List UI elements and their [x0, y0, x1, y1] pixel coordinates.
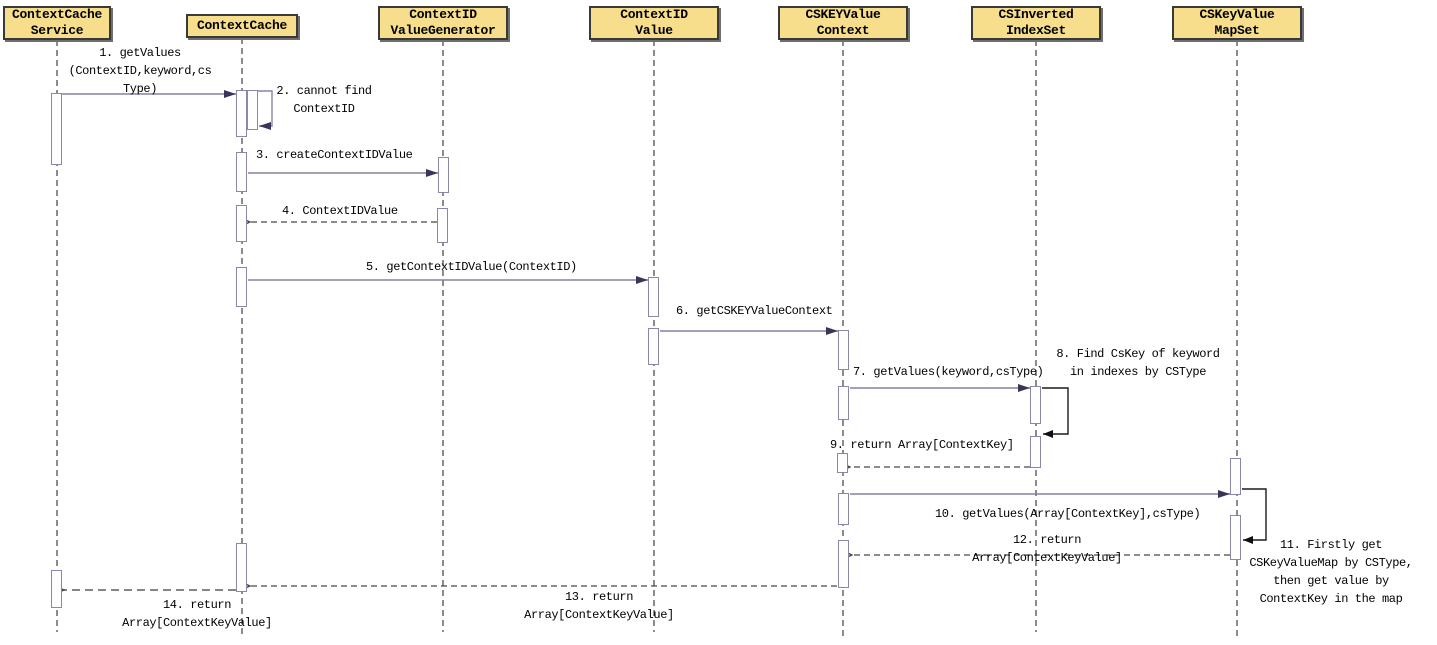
message-label-14: 14. return Array[ContextKeyValue]: [122, 598, 272, 630]
activation-bar: [438, 157, 449, 193]
activation-bar: [838, 386, 849, 420]
actor-box-cs-inverted-index-set: CSInverted IndexSet: [971, 6, 1101, 40]
message-label-4: 4. ContextIDValue: [282, 204, 398, 218]
self-message-loop-11: [1242, 488, 1267, 544]
self-message-loop-8: [1042, 387, 1069, 438]
message-label-2: 2. cannot find ContextID: [276, 84, 372, 116]
activation-bar: [51, 93, 62, 165]
message-label-6: 6. getCSKEYValueContext: [676, 304, 833, 318]
actor-label: CSKEYValue Context: [805, 7, 881, 38]
message-label-13: 13. return Array[ContextKeyValue]: [524, 590, 674, 622]
activation-bar: [648, 328, 659, 365]
actor-box-context-cache-service: ContextCache Service: [3, 6, 111, 40]
message-label-5: 5. getContextIDValue(ContextID): [366, 260, 577, 274]
actor-box-cskey-value-map-set: CSKeyValue MapSet: [1172, 6, 1302, 40]
message-label-9: 9. return Array[ContextKey]: [830, 438, 1014, 452]
message-label-11: 11. Firstly get CSKeyValueMap by CSType,…: [1249, 538, 1413, 606]
activation-bar: [838, 540, 849, 588]
actor-box-context-id-value: ContextID Value: [589, 6, 719, 40]
actor-label: ContextCache: [196, 18, 287, 33]
activation-bar: [1230, 458, 1241, 495]
message-label-8: 8. Find CsKey of keyword in indexes by C…: [1056, 347, 1220, 379]
activation-bar: [437, 208, 448, 243]
self-message-loop-2: [258, 90, 273, 130]
activation-bar: [1030, 386, 1041, 424]
activation-bar: [837, 453, 848, 473]
call-arrows: [62, 90, 1230, 498]
actor-label: CSKeyValue MapSet: [1199, 7, 1275, 38]
activation-bar: [648, 277, 659, 317]
activation-bar: [236, 90, 247, 137]
activation-bar: [51, 570, 62, 608]
activation-bar: [236, 205, 247, 242]
activation-bar: [1030, 436, 1041, 468]
return-arrows: [250, 222, 1230, 586]
activation-bar: [236, 543, 247, 592]
actor-label: ContextID Value: [620, 7, 688, 38]
activation-bar: [1230, 515, 1241, 560]
activation-bar: [838, 493, 849, 525]
message-label-12: 12. return Array[ContextKeyValue]: [972, 533, 1122, 565]
actor-label: ContextCache Service: [11, 7, 102, 38]
activation-bar: [247, 90, 258, 130]
actor-box-cskey-value-context: CSKEYValue Context: [778, 6, 908, 40]
activation-bar: [236, 152, 247, 192]
activation-bar: [236, 267, 247, 307]
activation-bar: [838, 330, 849, 370]
actor-label: ContextID ValueGenerator: [390, 7, 496, 38]
actor-label: CSInverted IndexSet: [998, 7, 1074, 38]
message-label-1: 1. getValues (ContextID,keyword,cs Type): [68, 46, 212, 96]
actor-box-context-cache: ContextCache: [186, 14, 298, 38]
message-label-7: 7. getValues(keyword,csType): [853, 365, 1044, 379]
message-label-3: 3. createContextIDValue: [256, 148, 413, 162]
actor-box-context-id-value-generator: ContextID ValueGenerator: [378, 6, 508, 40]
message-label-10: 10. getValues(Array[ContextKey],csType): [935, 507, 1201, 521]
